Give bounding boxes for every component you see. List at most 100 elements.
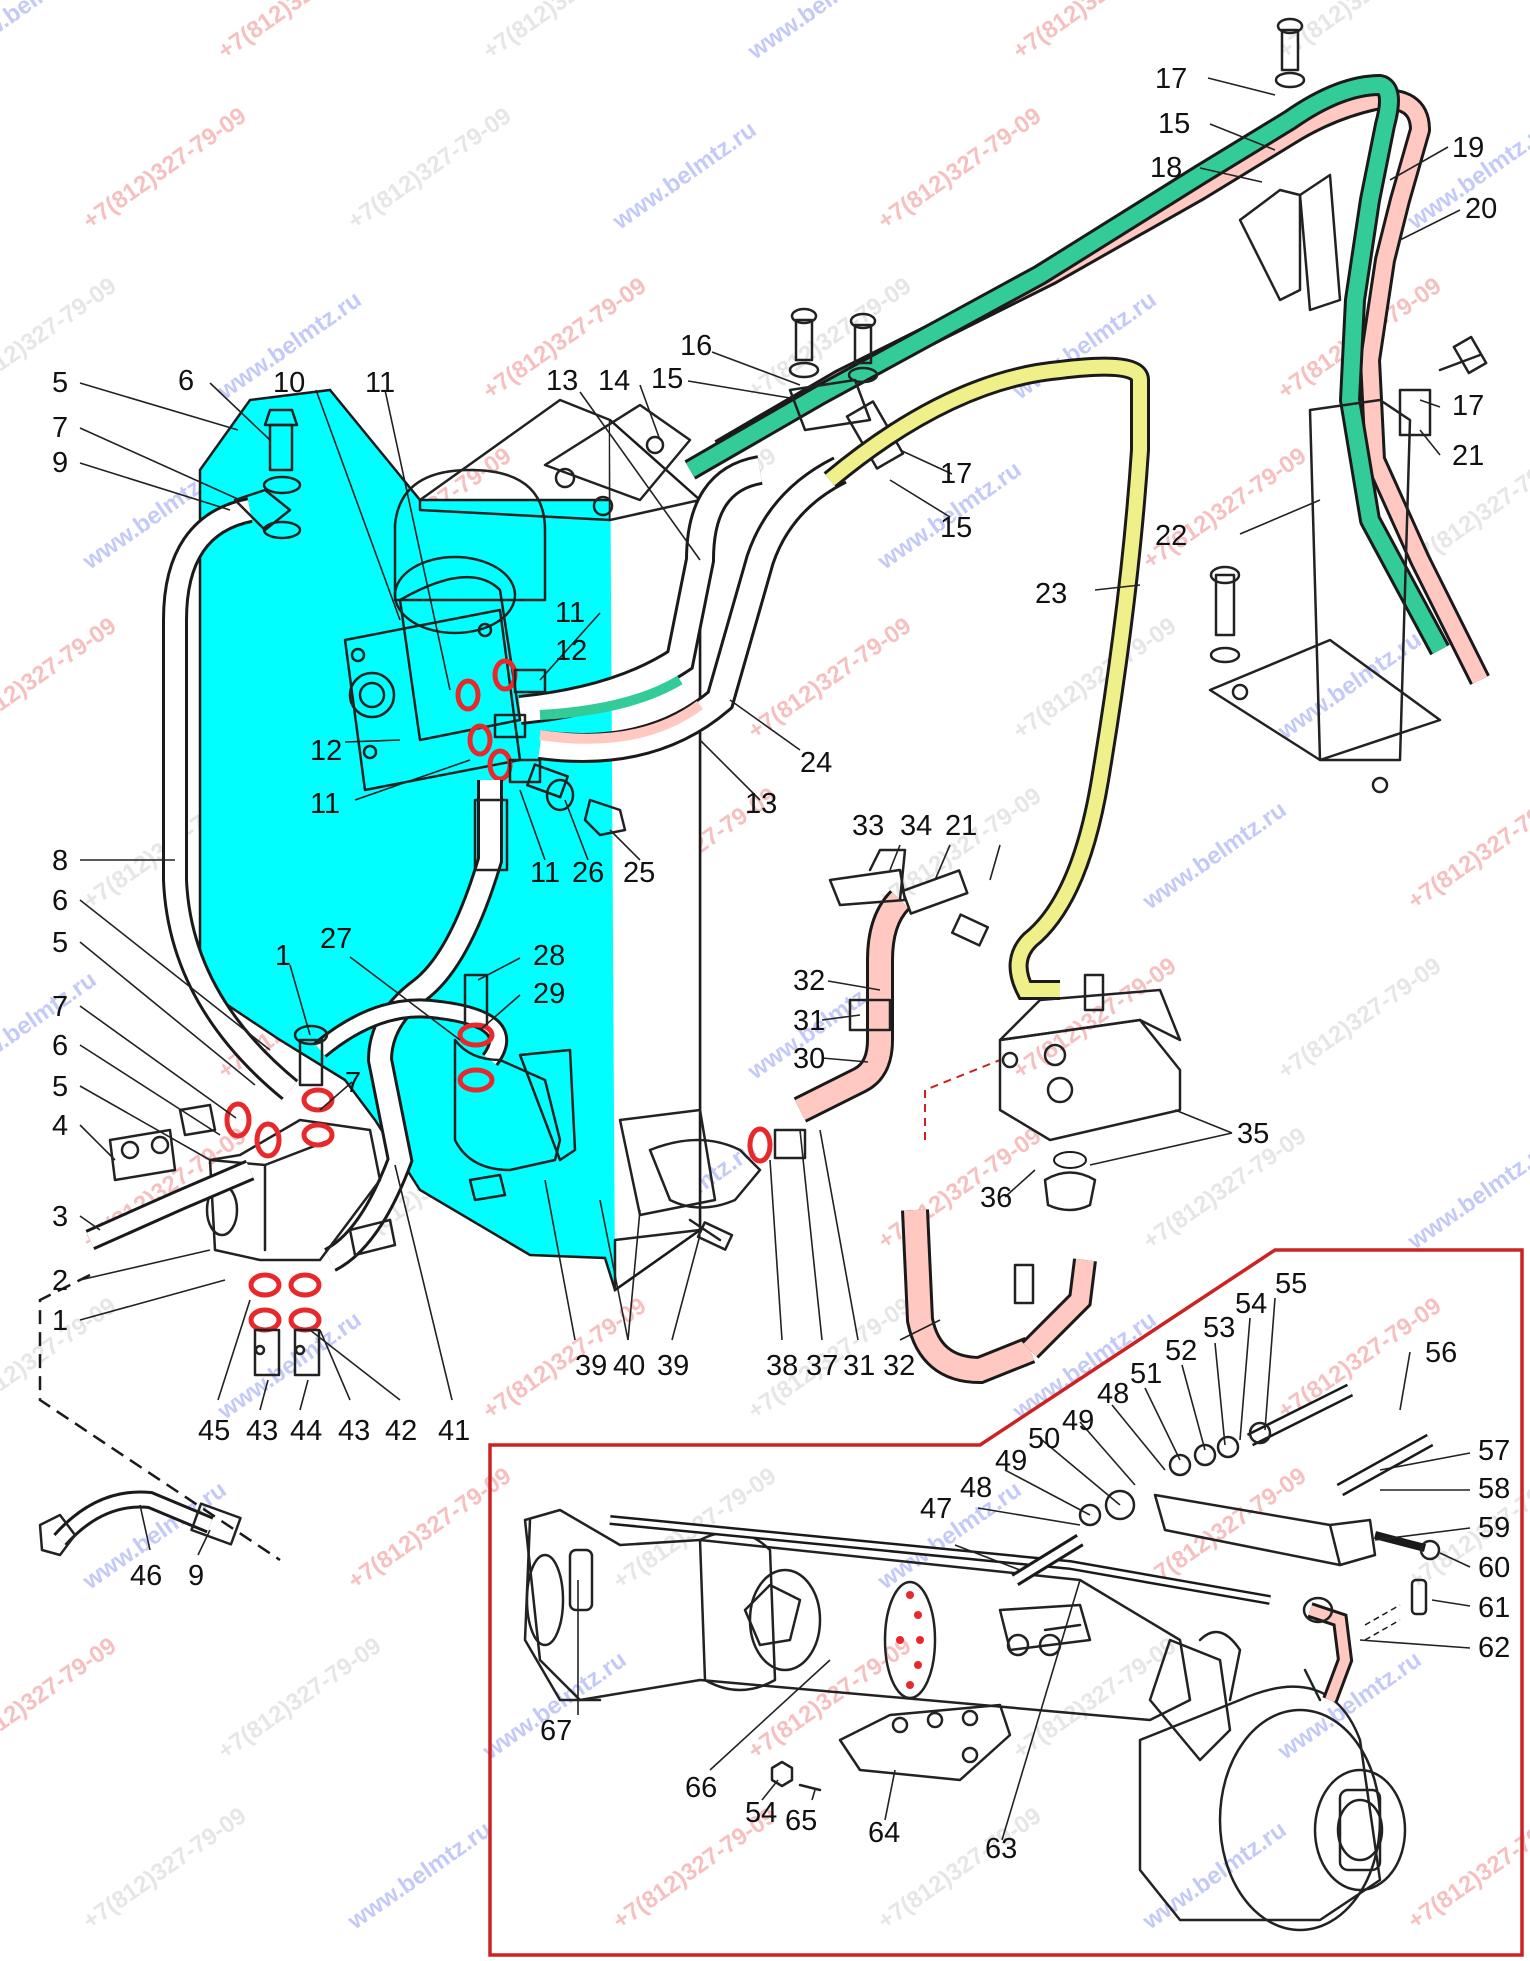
watermark-text: +7(812)327-79-09 [1273,952,1446,1085]
watermark-text: +7(812)327-79-09 [1273,1292,1446,1425]
callout-28: 28 [533,940,565,972]
callout-54: 54 [745,1797,777,1829]
callout-53: 53 [1203,1312,1235,1344]
watermark-text: +7(812)327-79-09 [0,612,121,745]
watermark-text: +7(812)327-79-09 [1403,782,1530,915]
callout-15: 15 [940,512,972,544]
leader-lines [79,77,1471,1841]
hose-24 [538,459,846,760]
callout-11: 11 [310,788,340,820]
watermark-text: +7(812)327-79-09 [478,0,651,65]
callout-66: 66 [685,1772,717,1804]
callout-5: 5 [52,1071,68,1103]
drain-line-23 [825,359,1147,997]
callout-4: 4 [52,1110,68,1142]
valve-block-body [208,1118,382,1262]
callout-9: 9 [188,1560,204,1592]
callout-42: 42 [385,1415,417,1447]
watermark-text: www.belmtz.ru [0,966,101,1085]
callout-1: 1 [275,940,291,972]
callout-35: 35 [1237,1118,1269,1150]
callout-17: 17 [1155,63,1187,95]
callout-49: 49 [995,1445,1027,1477]
callout-2: 2 [52,1265,68,1297]
callout-52: 52 [1165,1335,1197,1367]
watermark-text: +7(812)327-79-09 [743,612,916,745]
seal-ring [224,1087,335,1333]
callout-67: 67 [540,1715,572,1747]
front-axle [523,1508,1407,1932]
callout-50: 50 [1028,1423,1060,1455]
callout-1: 1 [52,1305,68,1337]
callout-36: 36 [980,1182,1012,1214]
callout-17: 17 [940,458,972,490]
callout-59: 59 [1478,1512,1510,1544]
callout-65: 65 [785,1805,817,1837]
callout-47: 47 [920,1493,952,1525]
callout-13: 13 [546,365,578,397]
callout-31: 31 [843,1350,875,1382]
callout-33: 33 [852,810,884,842]
callout-62: 62 [1478,1632,1510,1664]
callout-9: 9 [52,447,68,479]
callout-19: 19 [1452,132,1484,164]
callout-24: 24 [800,747,832,779]
watermark-text: www.belmtz.ru [0,0,101,65]
watermark-text: +7(812)327-79-09 [0,1632,121,1765]
watermark-text: www.belmtz.ru [212,1306,366,1425]
callout-7: 7 [345,1067,361,1099]
pipe-routes [518,17,1490,1000]
valve-block [85,1024,397,1377]
watermark-text: +7(812)327-79-09 [213,0,386,65]
watermark-text: +7(812)327-79-09 [873,1122,1046,1255]
callout-18: 18 [1150,152,1182,184]
callout-11: 11 [365,367,395,399]
watermark-text: +7(812)327-79-09 [1008,0,1181,65]
hydraulic-pump [998,973,1182,1305]
callout-12: 12 [310,735,342,767]
callout-43: 43 [246,1415,278,1447]
left-hoses [162,408,509,1272]
callout-55: 55 [1275,1268,1307,1300]
support-stand [1208,398,1442,794]
callout-38: 38 [766,1350,798,1382]
watermark-text: +7(812)327-79-09 [1008,952,1181,1085]
callout-25: 25 [623,857,655,889]
watermark-text: +7(812)327-79-09 [78,1802,251,1935]
watermark-text: +7(812)327-79-09 [1138,442,1311,575]
callout-57: 57 [1478,1435,1510,1467]
callout-63: 63 [985,1833,1017,1865]
mounting-plate-64 [838,1703,1012,1782]
callout-58: 58 [1478,1473,1510,1505]
suction-hose [793,848,1097,1385]
callout-27: 27 [320,923,352,955]
callout-11: 11 [555,597,585,629]
filler-cap-bracket [543,403,692,502]
callout-5: 5 [52,367,68,399]
hose-13 [518,458,763,722]
callout-56: 56 [1425,1337,1457,1369]
watermark-text: www.belmtz.ru [607,116,761,235]
callout-60: 60 [1478,1552,1510,1584]
callout-22: 22 [1155,520,1187,552]
callout-32: 32 [793,965,825,997]
callout-31: 31 [793,1005,825,1037]
callout-5: 5 [52,927,68,959]
watermark-text: +7(812)327-79-09 [1008,612,1181,745]
callout-64: 64 [868,1817,900,1849]
watermark-text: www.belmtz.ru [1137,1816,1291,1935]
callout-40: 40 [613,1350,645,1382]
pipe-46 [38,1490,242,1557]
callout-49: 49 [1062,1405,1094,1437]
callout-7: 7 [52,412,68,444]
callout-39: 39 [657,1350,689,1382]
callout-54: 54 [1235,1288,1267,1320]
callout-10: 10 [273,367,305,399]
callout-37: 37 [806,1350,838,1382]
watermark-text: +7(812)327-79-09 [1008,1632,1181,1765]
callout-26: 26 [572,857,604,889]
callout-34: 34 [900,810,932,842]
watermark-text: +7(812)327-79-09 [1138,1122,1311,1255]
callout-13: 13 [745,788,777,820]
